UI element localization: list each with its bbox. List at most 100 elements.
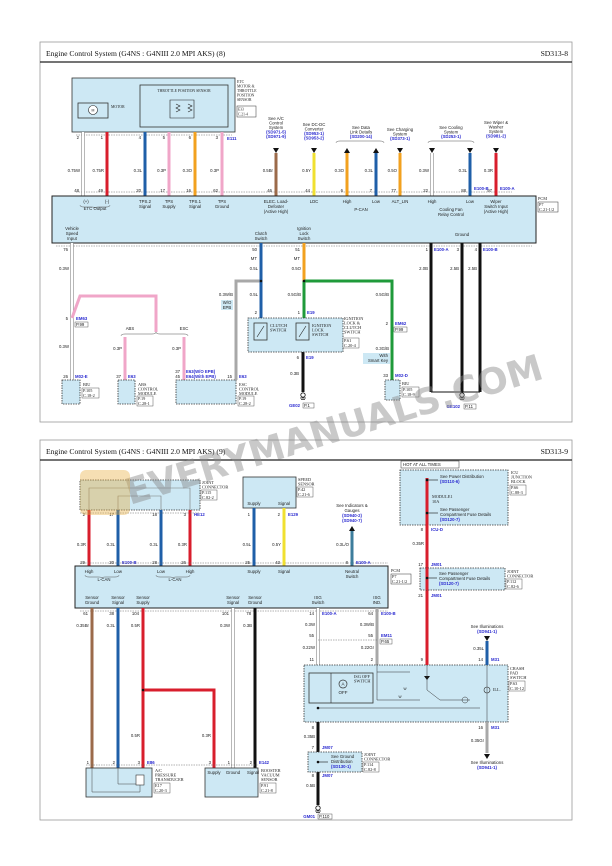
p2-pcm-lcan2: L-CAN	[169, 577, 182, 582]
p1-etc-tps: THROTTLE POSITION SENSOR	[157, 89, 211, 93]
brace	[427, 140, 475, 144]
p1-sig_wires-1-gauge: 0.5Y	[302, 168, 311, 173]
p1-lower-esc_p: P.19	[239, 396, 246, 401]
p2-lower-ac3: TRANSDUCER	[155, 777, 184, 782]
p2-lower-bv_p1: 1	[228, 760, 231, 765]
ref-box	[508, 680, 526, 692]
crash-pad-switch-assembly	[303, 664, 509, 723]
p1-pcm-fan2: Relay Control	[438, 212, 464, 217]
p2-lower-g_b: 0.3B	[243, 623, 252, 628]
p2-lower-ac2: PRESSURE	[155, 773, 177, 778]
p1-sig_wires-3-bottom: 7	[370, 188, 373, 193]
p2-crash-ill: ILL.	[493, 687, 501, 692]
p2-lower-isg_g2: 0.22W	[303, 645, 316, 650]
p1-etc_wires-3-top: 5	[163, 135, 166, 140]
p2-lower-p104: 104	[132, 611, 140, 616]
p1-pcm-wip1: Wiper	[490, 199, 502, 204]
p2-can_wires-0-gauge: 0.3R	[77, 542, 86, 547]
p2-gnd-conn2: JM07	[322, 745, 333, 750]
p1-lower-biu_conn: M02-E	[75, 374, 88, 379]
internal-wire	[91, 768, 141, 793]
p1-lower-ge02: GE02	[289, 403, 301, 408]
p2-jc2-conn1: JM01	[431, 562, 442, 567]
p2-can_wires-0-bottom: 29	[80, 560, 85, 565]
p2-gnd-gm01_p: P.110	[319, 814, 330, 819]
p1-refs-dcdc-l1: See DC-DC	[303, 122, 326, 127]
biu-module	[384, 379, 401, 401]
p2-icu-c: C.88-3	[511, 490, 523, 495]
p1-lower-gr_g2: 0.3G/B	[376, 346, 390, 351]
p2-code: SD313-9	[541, 447, 569, 456]
p1-lower-biu2: BIU	[402, 381, 410, 386]
splice-dot	[259, 279, 263, 283]
p1-sig_wires-2-gauge: 0.3O	[335, 168, 345, 173]
ref-box	[317, 813, 333, 820]
p2-lower-ac_p1: 1	[87, 760, 90, 765]
arrow-icon	[397, 148, 403, 153]
p2-crash-l1: CRASH	[510, 666, 524, 671]
p2-lower-g_r: 0.5R	[131, 623, 140, 628]
isg-a-icon	[338, 679, 348, 689]
ref-box	[509, 484, 527, 496]
p2-lower-bv_conn: E142	[259, 760, 270, 765]
p2-pcm-page: C.21-1/2	[392, 579, 407, 584]
p2-lower-isg_sw1: ISG OFF	[354, 674, 370, 679]
p2-pcm-isg2a: ISG	[373, 595, 381, 600]
p2-pcm-ss2a: Sensor	[226, 595, 240, 600]
p1-refs-ac-l2: Control	[269, 121, 283, 126]
ref-box	[505, 578, 523, 590]
p2-pcm-sg1b: Ground	[85, 600, 100, 605]
p1-refs-cool-r1: (SD253-1)	[441, 134, 461, 139]
p1-lower-cl_pin2: 2	[255, 310, 258, 315]
p2-speed-g2: 0.5Y	[272, 542, 281, 547]
internal-wire	[117, 768, 136, 785]
p1-lower-gnd_pin3: 4	[475, 247, 478, 252]
p1-pcm-minus: (-)	[105, 199, 110, 204]
p2-lower-w: W	[398, 695, 401, 699]
p2-icu-l3: BLOCK	[511, 479, 526, 484]
p1-pcm-ig2: Lock	[299, 231, 309, 236]
p2-lower-bv3: SENSOR	[261, 777, 278, 782]
p1-pcm-cl1: Clutch	[255, 231, 268, 236]
p1-pcm-etc_out: ETC Output	[84, 206, 107, 211]
potentiometer-icon	[169, 99, 195, 119]
p1-pcm-vs3: Input	[67, 236, 77, 241]
wire	[143, 688, 216, 768]
p1-etc-l3: THROTTLE	[237, 89, 257, 93]
p1-pcm-pcan: P-CAN	[354, 207, 367, 212]
p1-lower-abs_g: 0.3P	[113, 346, 122, 351]
p2-speed-pin1: 1	[248, 512, 251, 517]
p2-icu-p: P.66	[511, 485, 519, 490]
arrow-icon	[273, 148, 279, 153]
p1-pcm-tpsga: TPS	[218, 199, 226, 204]
p1-refs-dlc-l1: See Data	[352, 125, 371, 130]
p2-jc2-pin3: 9	[421, 657, 424, 662]
ref-box	[342, 337, 360, 349]
p2-icu-gauge: 0.35R	[413, 541, 424, 546]
brace	[335, 140, 385, 144]
ground-icon	[300, 392, 306, 398]
led-icon	[461, 696, 469, 704]
p2-icu-pd1: See Power Distribution	[440, 474, 484, 479]
variant-label	[363, 353, 390, 364]
p1-lower-cl_pin: 50	[252, 247, 257, 252]
internal-wire	[117, 495, 162, 510]
p2-lower-isg_g1: 0.3W	[305, 622, 316, 627]
p2-jc2-l2: CONNECTOR	[507, 574, 533, 579]
p1-etc_wires-0-bottom: 48	[74, 188, 79, 193]
p2-jc2-l1: JOINT	[507, 569, 519, 574]
p1-pcm-label: PCM	[538, 196, 547, 201]
p2-pcm-lo1: Low	[114, 569, 123, 574]
p1-refs-wiper-l2: Washer	[489, 125, 504, 130]
p1-refs-cool-l2: System	[444, 130, 459, 135]
p1-lower-ge102_p: P.11	[465, 404, 474, 409]
p1-refs-dcdc-l2: Converter	[305, 127, 324, 132]
p2-lower-p101: 101	[222, 611, 230, 616]
p2-lower-g_w: 0.3W	[220, 623, 231, 628]
p1-etc_wires-4-gauge: 0.3O	[183, 168, 193, 173]
p2-icu-pf3: (SD120-7)	[440, 517, 460, 522]
p2-jc2-f1: See Passenger	[439, 571, 469, 576]
p1-lower-biu2_c: C.18-9	[403, 392, 415, 397]
p1-sig_wires-6-gauge: 0.3L	[459, 168, 468, 173]
p2-can_wires-1-conn: E100-B	[122, 560, 137, 565]
